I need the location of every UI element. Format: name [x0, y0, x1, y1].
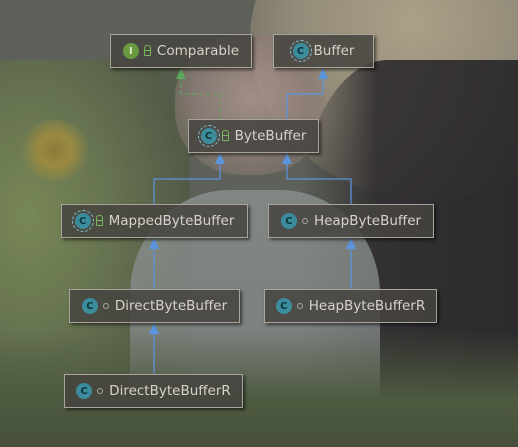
abstract-class-icon: C [71, 210, 94, 232]
class-node-heapbytebuffer[interactable]: C HeapByteBuffer [268, 204, 434, 238]
class-node-label: DirectByteBufferR [109, 383, 231, 399]
public-lock-icon [221, 129, 229, 141]
package-private-icon [97, 388, 104, 394]
class-icon: C [81, 298, 98, 314]
arrowhead-mappedbytebuffer-to-bytebuffer [215, 153, 225, 164]
arrowhead-bytebuffer-to-comparable [176, 68, 186, 79]
class-node-heapbytebufferr[interactable]: C HeapByteBufferR [264, 289, 437, 323]
abstract-class-icon: C [197, 125, 220, 147]
edge-extends-heapbytebuffer-to-bytebuffer [286, 164, 352, 204]
package-private-icon [102, 303, 109, 309]
public-lock-icon [95, 214, 103, 226]
edge-extends-mappedbytebuffer-to-bytebuffer [153, 164, 221, 204]
class-node-comparable[interactable]: I Comparable [110, 34, 252, 68]
arrowhead-directbytebuffer-to-mappedbytebuffer [149, 238, 159, 249]
class-node-label: Comparable [156, 43, 240, 59]
arrowhead-heapbytebufferr-to-heapbytebuffer [346, 238, 356, 249]
class-node-mappedbytebuffer[interactable]: C MappedByteBuffer [61, 204, 248, 238]
class-node-label: MappedByteBuffer [108, 213, 235, 229]
edge-implements-bytebuffer-to-comparable [180, 79, 221, 119]
class-node-directbytebufferr[interactable]: C DirectByteBufferR [64, 374, 243, 408]
class-icon: C [76, 383, 93, 399]
interface-icon: I [122, 43, 139, 59]
abstract-class-icon: C [289, 40, 312, 62]
package-private-icon [296, 303, 303, 309]
class-icon: C [280, 213, 297, 229]
public-lock-icon [143, 44, 151, 56]
arrowhead-directbytebufferr-to-directbytebuffer [149, 323, 159, 334]
edge-extends-bytebuffer-to-buffer [286, 79, 324, 119]
class-node-label: Buffer [313, 43, 355, 59]
class-node-bytebuffer[interactable]: C ByteBuffer [188, 119, 319, 153]
class-node-directbytebuffer[interactable]: C DirectByteBuffer [69, 289, 240, 323]
class-node-label: HeapByteBuffer [313, 213, 422, 229]
package-private-icon [301, 218, 308, 224]
background-sunflower [20, 120, 90, 180]
class-node-label: HeapByteBufferR [308, 298, 426, 314]
arrowhead-bytebuffer-to-buffer [318, 68, 328, 79]
arrowhead-heapbytebuffer-to-bytebuffer [282, 153, 292, 164]
class-icon: C [275, 298, 292, 314]
class-node-label: ByteBuffer [234, 128, 307, 144]
class-node-label: DirectByteBuffer [114, 298, 228, 314]
